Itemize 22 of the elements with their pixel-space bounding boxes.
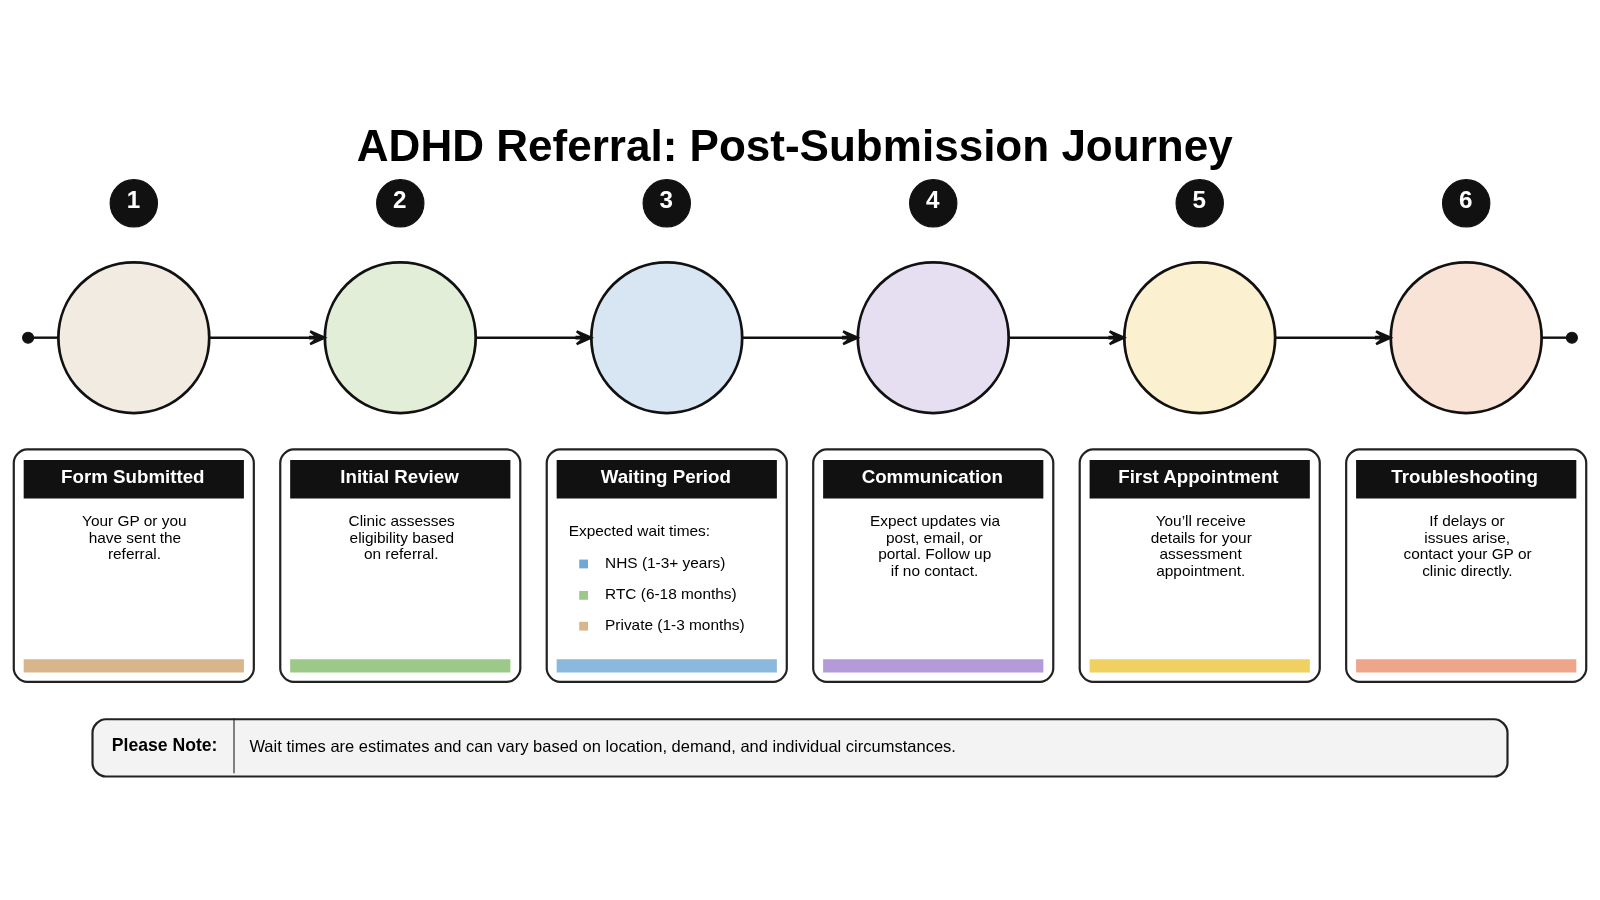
- node-circle: [1565, 331, 1578, 344]
- arrow: [742, 330, 859, 346]
- node-circle: [22, 331, 35, 344]
- arrow: [475, 330, 593, 346]
- node-circle: [1389, 260, 1543, 415]
- node-circle: [57, 260, 211, 415]
- node-circle: 2: [376, 179, 425, 228]
- node-circle: 3: [642, 179, 691, 228]
- node-circle: 1: [109, 179, 158, 228]
- node-circle: 6: [1442, 179, 1491, 228]
- node-circle: 5: [1175, 179, 1224, 228]
- node-circle: [589, 260, 744, 415]
- arrow: [209, 330, 326, 346]
- connector: [1541, 336, 1567, 339]
- diagram-title: ADHD Referral: Post-Submission Journey: [356, 120, 1233, 170]
- arrow: [1008, 330, 1126, 346]
- node-circle: 4: [909, 179, 958, 228]
- node-circle: [1122, 260, 1277, 415]
- arrow: [1275, 330, 1392, 346]
- node-circle: [323, 260, 478, 415]
- node-circle: [856, 260, 1011, 415]
- connector: [33, 336, 59, 339]
